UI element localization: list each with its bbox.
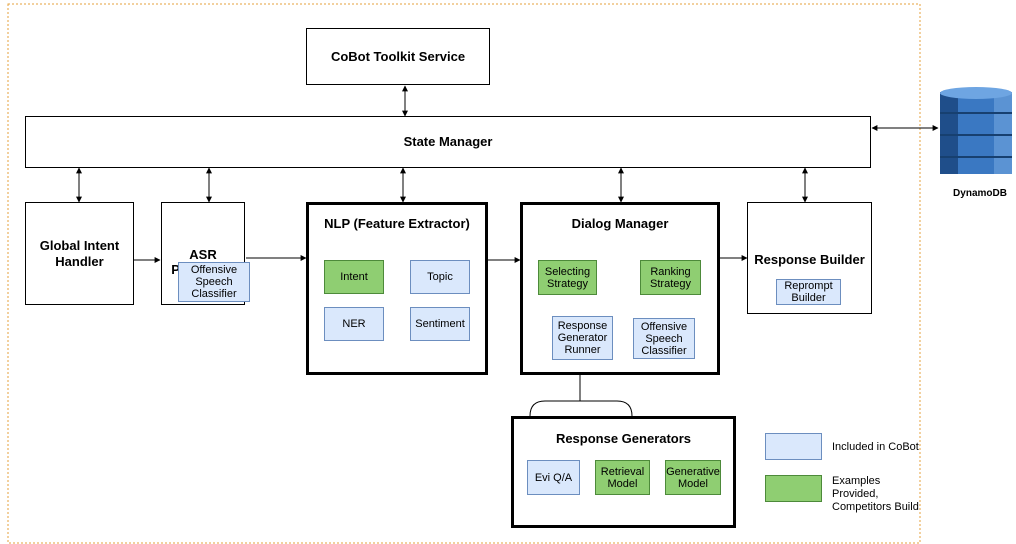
nlp-topic: Topic (410, 260, 470, 294)
response-generators-box: Response Generators Evi Q/A Retrieval Mo… (511, 416, 736, 528)
asr-processor-box: ASR Processor Offensive Speech Classifie… (161, 202, 250, 305)
dynamodb-label: DynamoDB (953, 188, 1007, 199)
dm-response-generator-runner: Response Generator Runner (552, 316, 613, 360)
rg-generative-model: Generative Model (665, 460, 721, 495)
response-generators-brace (529, 400, 633, 417)
system-boundary (7, 3, 921, 544)
rg-evi-qa: Evi Q/A (527, 460, 580, 495)
nlp-title: NLP (Feature Extractor) (324, 216, 470, 231)
rg-retrieval-model: Retrieval Model (595, 460, 650, 495)
dynamodb-icon (940, 87, 1012, 174)
global-intent-handler-label: Global Intent Handler (39, 237, 120, 269)
nlp-intent: Intent (324, 260, 384, 294)
legend-swatch-included (765, 433, 822, 460)
asr-offensive-classifier: Offensive Speech Classifier (178, 262, 250, 302)
response-builder-title: Response Builder (754, 252, 865, 267)
legend-label-examples: Examples Provided, Competitors Build (832, 475, 919, 513)
global-intent-handler-box: Global Intent Handler (25, 202, 134, 305)
reprompt-builder: Reprompt Builder (776, 279, 841, 305)
response-builder-box: Response Builder Reprompt Builder (747, 202, 872, 314)
legend-label-included: Included in CoBot (832, 441, 919, 453)
state-manager-box: State Manager (25, 116, 871, 168)
nlp-feature-extractor-box: NLP (Feature Extractor) Intent Topic NER… (306, 202, 488, 375)
nlp-ner: NER (324, 307, 384, 341)
dm-selecting-strategy: Selecting Strategy (538, 260, 597, 295)
nlp-sentiment: Sentiment (410, 307, 470, 341)
cobot-toolkit-service-box: CoBot Toolkit Service (306, 28, 490, 85)
dm-ranking-strategy: Ranking Strategy (640, 260, 701, 295)
legend-swatch-examples (765, 475, 822, 502)
dialog-manager-title: Dialog Manager (571, 216, 669, 231)
dm-offensive-classifier: Offensive Speech Classifier (633, 318, 695, 359)
dialog-manager-box: Dialog Manager Selecting Strategy Rankin… (520, 202, 720, 375)
state-manager-label: State Manager (403, 134, 493, 149)
response-generators-title: Response Generators (555, 431, 692, 446)
cobot-toolkit-service-label: CoBot Toolkit Service (330, 48, 466, 64)
